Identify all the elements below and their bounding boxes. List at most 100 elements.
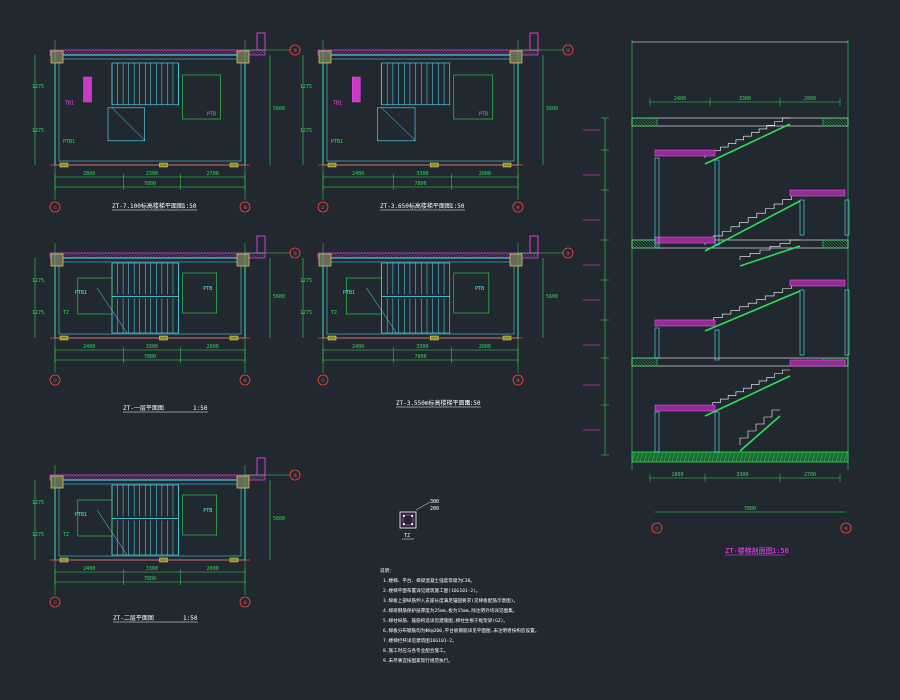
hatch-line	[498, 252, 505, 259]
landing-beam	[654, 236, 716, 244]
pad	[502, 335, 512, 341]
axis-circle	[239, 374, 251, 386]
hatch-line	[83, 49, 90, 56]
ground-hatch	[719, 451, 724, 463]
tag-label: PTB	[475, 286, 484, 292]
hatch-line	[354, 49, 361, 56]
hatch-line	[212, 252, 219, 259]
dim-seg: 3300	[146, 566, 158, 572]
hatch-line	[260, 49, 266, 55]
stair-steps	[704, 117, 790, 158]
ground-hatch	[679, 451, 684, 463]
hatch-line	[107, 49, 114, 56]
hatch-line	[650, 357, 658, 365]
hatch-line	[483, 252, 490, 259]
section-column	[654, 327, 660, 359]
hatch-line	[251, 252, 258, 259]
section-top-dim: 3300	[739, 96, 751, 102]
hatch-line	[432, 49, 439, 56]
hatch-line	[227, 252, 234, 259]
stair-flight	[739, 239, 801, 267]
parapet	[256, 457, 266, 476]
hatch-line	[381, 252, 388, 259]
hatch-line	[381, 49, 388, 56]
hatch-line	[65, 49, 72, 56]
wall-outline	[322, 54, 519, 166]
pad	[502, 162, 512, 168]
hatch-line	[173, 474, 180, 481]
hatch-line	[122, 252, 129, 259]
hatch-line	[534, 49, 539, 54]
pad	[430, 335, 439, 341]
hatch-line	[486, 252, 493, 259]
landing-beam	[789, 189, 846, 197]
stair-flight	[739, 409, 781, 452]
hatch-line	[823, 117, 833, 127]
hatch-line	[483, 49, 490, 56]
stair-steps	[704, 194, 800, 245]
hatch-line	[441, 252, 448, 259]
dim-left-1: 1275	[300, 84, 312, 90]
ground-hatch	[683, 451, 688, 463]
hatch-line	[432, 252, 439, 259]
hatch-line	[104, 474, 111, 481]
hatch-line	[438, 252, 445, 259]
wall-inner	[58, 483, 242, 557]
rebar	[411, 515, 413, 517]
hatch-line	[465, 49, 472, 56]
hatch	[317, 252, 539, 259]
dim-total: 7800	[144, 181, 156, 187]
landing-beam	[654, 404, 716, 412]
landing-diag	[381, 107, 416, 141]
hatch-border	[822, 117, 849, 127]
hatch-line	[638, 117, 648, 127]
beam-outline	[453, 74, 494, 120]
hatch-line	[89, 474, 96, 481]
plan-title: ZT-一层平面图	[123, 405, 164, 412]
hatch-line	[372, 49, 379, 56]
hatch-line	[131, 474, 138, 481]
axis-bubble: ⑮	[289, 247, 301, 259]
hatch-line	[122, 49, 129, 56]
hatch-line	[176, 49, 183, 56]
column	[509, 50, 523, 64]
column	[236, 50, 250, 64]
rebar	[403, 515, 405, 517]
section-column	[844, 199, 850, 236]
hatch-line	[822, 122, 827, 127]
column	[50, 50, 64, 64]
stair-steps	[739, 409, 780, 445]
dim-seg: 2300	[146, 171, 158, 177]
hatch-line	[498, 49, 505, 56]
dim-height: 5600	[546, 106, 558, 112]
hatch-line	[444, 252, 451, 259]
hatch-line	[405, 49, 412, 56]
hatch-line	[224, 474, 231, 481]
hatch-line	[164, 49, 171, 56]
ground-hatch	[631, 451, 636, 463]
axis-bubble: ⑧	[840, 522, 852, 534]
stair-slab	[739, 415, 781, 452]
hatch-line	[841, 117, 849, 125]
hatch-line	[200, 49, 207, 56]
axis-label: ①	[321, 205, 326, 211]
landing-beam	[789, 359, 846, 367]
hatch-line	[110, 252, 117, 259]
dim-seg: 2800	[83, 171, 95, 177]
hatch-line	[152, 474, 159, 481]
hatch-line	[492, 49, 499, 56]
hatch-line	[209, 252, 216, 259]
hatch-line	[218, 474, 225, 481]
tag-label: PTB1	[75, 290, 87, 296]
rebar	[403, 523, 405, 525]
note-line: 4.梯梁钢筋保护层厚度为25mm,板为15mm,除注明外均详见图集。	[383, 607, 517, 614]
ground-hatch	[727, 451, 732, 463]
hatch-line	[829, 117, 839, 127]
hatch-line	[456, 252, 463, 259]
hatch-line	[632, 117, 642, 127]
beam-outline	[182, 74, 221, 120]
hatch-line	[378, 49, 385, 56]
